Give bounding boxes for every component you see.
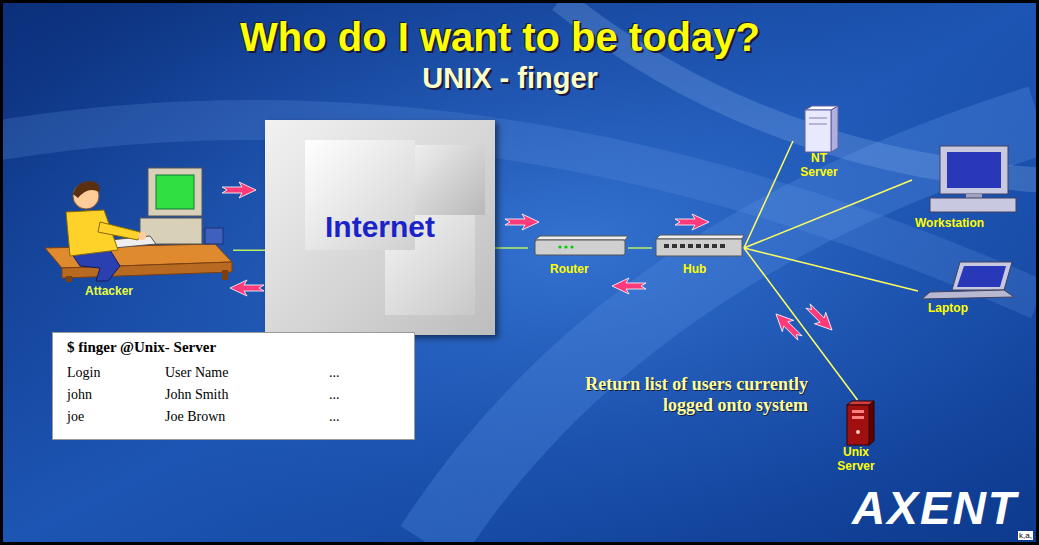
node-label: Unix Server (830, 446, 882, 474)
network-link (495, 247, 528, 249)
attacker-node: Attacker (38, 160, 233, 301)
server-node: Unix Server (830, 400, 885, 476)
hub-node: Hub (652, 232, 744, 282)
terminal-text: $ finger @Unix- Server (67, 339, 216, 356)
unix-server-icon (847, 401, 874, 445)
watermark: k,a, (1018, 531, 1033, 540)
node-label: NT Server (793, 152, 845, 180)
router-icon (535, 236, 628, 255)
slide-title: Who do I want to be today? (160, 14, 840, 60)
node-label: Attacker (85, 285, 133, 299)
router-node: Router (528, 232, 628, 282)
callout-note: Return list of users currently logged on… (580, 374, 808, 415)
node-label: Hub (683, 263, 706, 277)
server-node: NT Server (793, 105, 848, 185)
company-logo: AXENT (845, 482, 1025, 535)
hub-icon (656, 235, 744, 256)
terminal-text: User Name (165, 365, 228, 381)
terminal-output-box: $ finger @Unix- ServerLogin User Name... j… (52, 332, 415, 440)
network-link (744, 180, 912, 248)
terminal-text: ... (329, 365, 340, 381)
terminal-text: ... (329, 387, 340, 403)
terminal-text: john (67, 387, 92, 403)
node-label: Workstation (915, 217, 984, 231)
workstation-icon (930, 146, 1016, 212)
subtitle: UNIX - finger (370, 62, 650, 95)
terminal-text: John Smith (165, 387, 228, 403)
nt-server-icon (805, 106, 838, 152)
workstation-node: Workstation (912, 140, 1020, 233)
terminal-text: joe (67, 409, 84, 425)
terminal-text: Joe Brown (165, 409, 225, 425)
network-link (233, 249, 265, 251)
node-label: Router (550, 263, 589, 277)
cloud-label: Internet (325, 210, 435, 245)
attacker-illustration (45, 168, 232, 282)
internet-cloud: Internet (265, 120, 495, 335)
network-link (628, 247, 652, 249)
laptop-icon (922, 262, 1014, 299)
node-label: Laptop (928, 302, 968, 316)
terminal-text: ... (329, 409, 340, 425)
laptop-node: Laptop (918, 258, 1018, 318)
network-link (744, 248, 918, 291)
terminal-text: Login (67, 365, 100, 381)
